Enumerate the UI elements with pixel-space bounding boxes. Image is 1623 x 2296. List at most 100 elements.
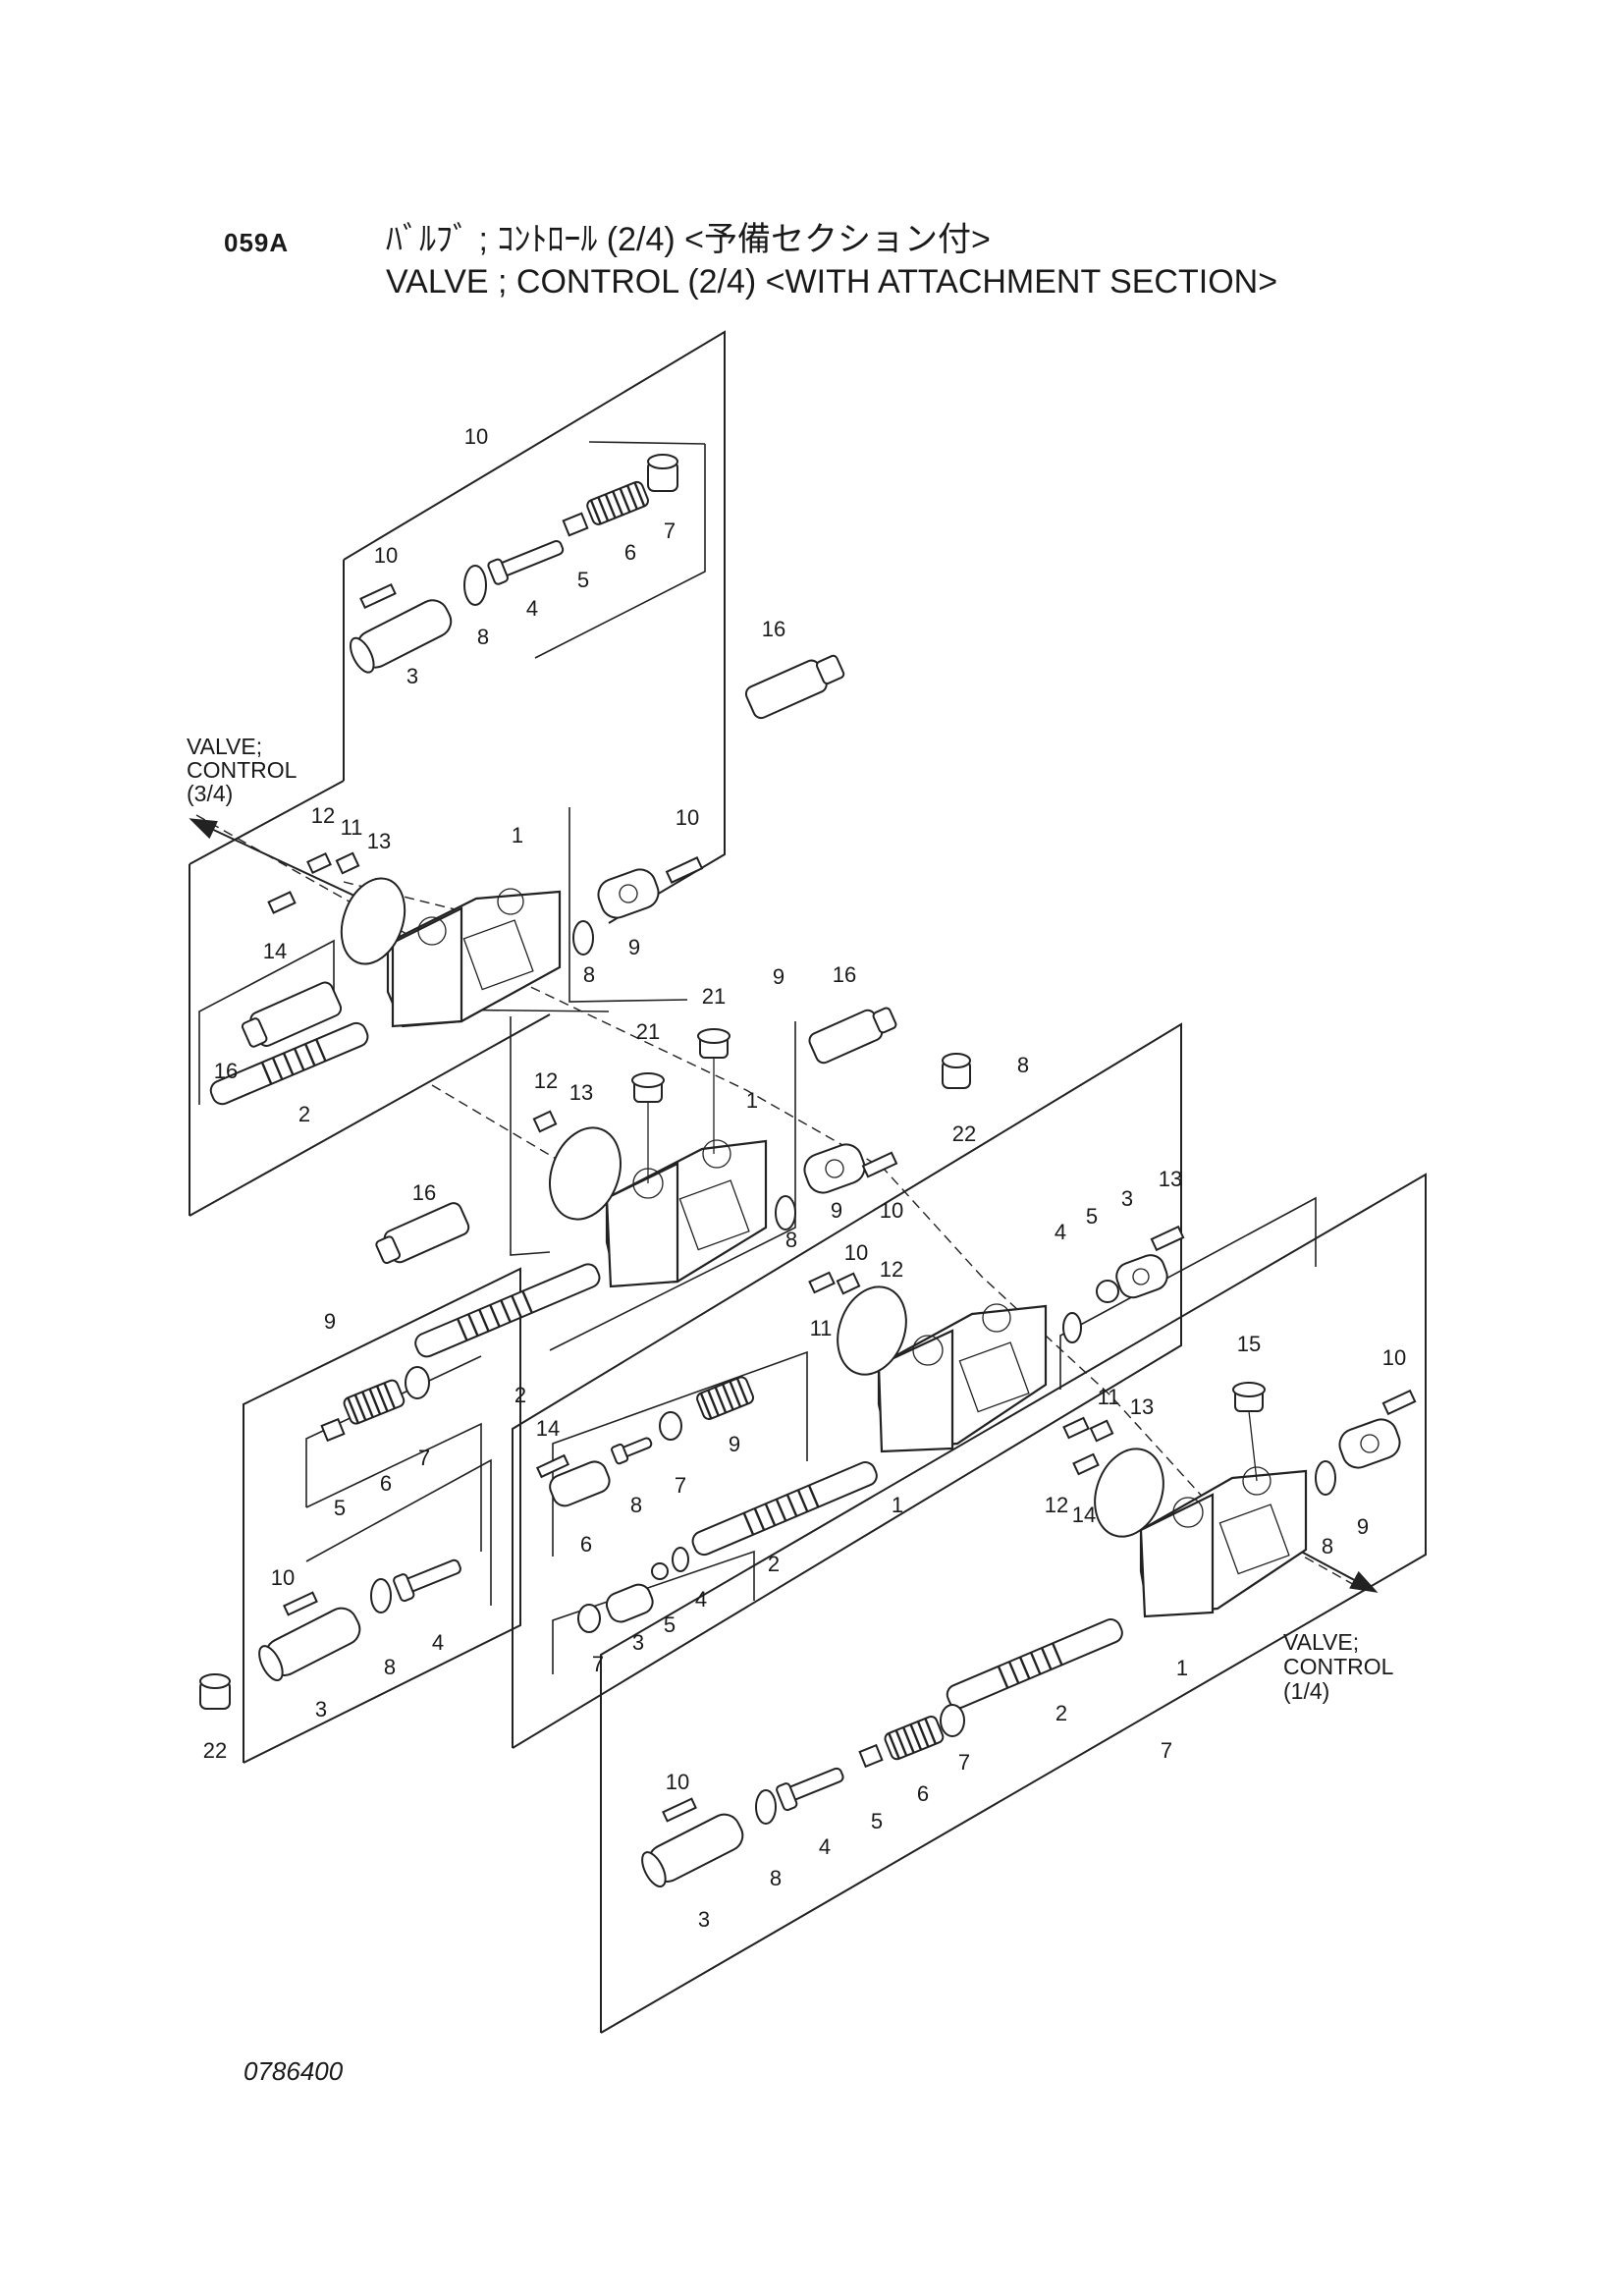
callout: 14 bbox=[263, 939, 287, 963]
piston-part bbox=[393, 1558, 461, 1603]
callout: 3 bbox=[406, 664, 418, 688]
callout: 12 bbox=[1045, 1493, 1068, 1517]
callout: 12 bbox=[880, 1257, 903, 1282]
callout: 10 bbox=[844, 1240, 868, 1265]
callout: 4 bbox=[432, 1630, 444, 1655]
callout: 11 bbox=[1098, 1385, 1120, 1409]
xref-line-1: VALVE; bbox=[187, 734, 262, 759]
callout: 9 bbox=[729, 1432, 740, 1456]
spring-part bbox=[343, 1379, 406, 1425]
xref-upper-left: VALVE; CONTROL (3/4) bbox=[187, 734, 404, 919]
cap-21a bbox=[631, 1072, 665, 1103]
cap-part bbox=[258, 1607, 361, 1682]
callout: 4 bbox=[526, 596, 538, 621]
label-group-c: 8 bbox=[1017, 1053, 1029, 1077]
group-frame-c bbox=[512, 1022, 1182, 1749]
sensor-part bbox=[375, 1202, 470, 1265]
callout: 5 bbox=[334, 1496, 346, 1520]
callout: 1 bbox=[512, 823, 523, 847]
cap-21b bbox=[697, 1028, 730, 1059]
callout: 10 bbox=[666, 1770, 689, 1794]
callout: 7 bbox=[592, 1652, 604, 1676]
callout: 7 bbox=[418, 1446, 430, 1470]
callout: 8 bbox=[583, 962, 595, 987]
callout: 11 bbox=[810, 1316, 833, 1340]
plug-part bbox=[199, 1673, 231, 1710]
callout: 13 bbox=[569, 1080, 593, 1105]
callout: 1 bbox=[892, 1493, 903, 1517]
callout: 2 bbox=[514, 1383, 526, 1407]
callout: 7 bbox=[664, 519, 676, 543]
callout: 12 bbox=[311, 803, 335, 828]
group-frame-d bbox=[600, 1173, 1427, 2034]
callout: 21 bbox=[702, 984, 726, 1009]
callout: 8 bbox=[384, 1655, 396, 1679]
flange-part bbox=[803, 1143, 866, 1194]
spring-part bbox=[884, 1715, 945, 1761]
callout: 2 bbox=[1055, 1701, 1067, 1725]
callout: 14 bbox=[1072, 1503, 1096, 1527]
piston-part bbox=[487, 539, 565, 585]
spool-part bbox=[946, 1618, 1123, 1710]
callout: 15 bbox=[1237, 1332, 1261, 1356]
callout: 1 bbox=[746, 1088, 758, 1113]
callout: 8 bbox=[477, 625, 489, 649]
xref-line-1: VALVE; bbox=[1283, 1629, 1359, 1655]
callout: 3 bbox=[698, 1907, 710, 1932]
section2-parts bbox=[375, 1007, 971, 1358]
flange-part bbox=[597, 868, 660, 919]
callout: 5 bbox=[664, 1613, 676, 1637]
group-frame-a bbox=[189, 330, 726, 1217]
xref-lower-right: VALVE; CONTROL (1/4) bbox=[1236, 1516, 1394, 1704]
callout: 10 bbox=[880, 1198, 903, 1223]
spool-part bbox=[209, 1021, 369, 1106]
spool-cap-part bbox=[349, 599, 453, 674]
callout: 10 bbox=[271, 1565, 295, 1590]
callout: 9 bbox=[831, 1198, 842, 1223]
flange-part bbox=[1338, 1418, 1401, 1469]
callout: 7 bbox=[958, 1750, 970, 1775]
plug-part bbox=[942, 1053, 971, 1089]
section4-parts bbox=[946, 1382, 1417, 1710]
label-group-b: 9 bbox=[773, 964, 784, 989]
o-ring-part bbox=[463, 565, 487, 606]
title-english: VALVE ; CONTROL (2/4) <WITH ATTACHMENT S… bbox=[386, 263, 1278, 301]
callout: 10 bbox=[374, 543, 398, 568]
xref-line-3: (1/4) bbox=[1283, 1678, 1329, 1704]
callout: 5 bbox=[577, 568, 589, 592]
callout: 5 bbox=[871, 1809, 883, 1833]
spool-part bbox=[691, 1461, 878, 1557]
label-group-e: 9 bbox=[324, 1309, 336, 1334]
callout: 9 bbox=[1357, 1514, 1369, 1539]
callout: 5 bbox=[1086, 1204, 1098, 1229]
group-b-parts bbox=[199, 1366, 461, 1710]
callout: 13 bbox=[367, 829, 391, 853]
sensor-part bbox=[808, 1007, 897, 1065]
callout: 16 bbox=[833, 962, 856, 987]
callout: 8 bbox=[630, 1493, 642, 1517]
callout: 13 bbox=[1159, 1167, 1182, 1191]
sensor-part bbox=[744, 654, 845, 720]
callout: 21 bbox=[636, 1019, 660, 1044]
callout: 2 bbox=[298, 1102, 310, 1126]
group-frame-b bbox=[243, 1267, 521, 1764]
xref-line-2: CONTROL bbox=[187, 757, 298, 783]
callout: 9 bbox=[628, 935, 640, 959]
callout: 11 bbox=[341, 815, 363, 840]
section3-parts bbox=[808, 1225, 1185, 1453]
callout: 3 bbox=[315, 1697, 327, 1722]
callout: 22 bbox=[952, 1121, 976, 1146]
plug-part bbox=[647, 454, 678, 492]
callout: 10 bbox=[676, 805, 699, 830]
callout: 4 bbox=[819, 1834, 831, 1859]
callout: 3 bbox=[632, 1630, 644, 1655]
drawing-number: 0786400 bbox=[243, 2056, 344, 2086]
callout: 14 bbox=[536, 1416, 560, 1441]
piston-part bbox=[611, 1437, 653, 1465]
callout: 6 bbox=[380, 1471, 392, 1496]
title-japanese: ﾊﾞﾙﾌﾞ ; ｺﾝﾄﾛｰﾙ (2/4) <予備セクション付> bbox=[386, 221, 991, 258]
piston-part bbox=[776, 1767, 844, 1812]
callout: 13 bbox=[1130, 1394, 1154, 1419]
group-a-parts bbox=[349, 454, 845, 720]
callout: 22 bbox=[203, 1738, 227, 1763]
